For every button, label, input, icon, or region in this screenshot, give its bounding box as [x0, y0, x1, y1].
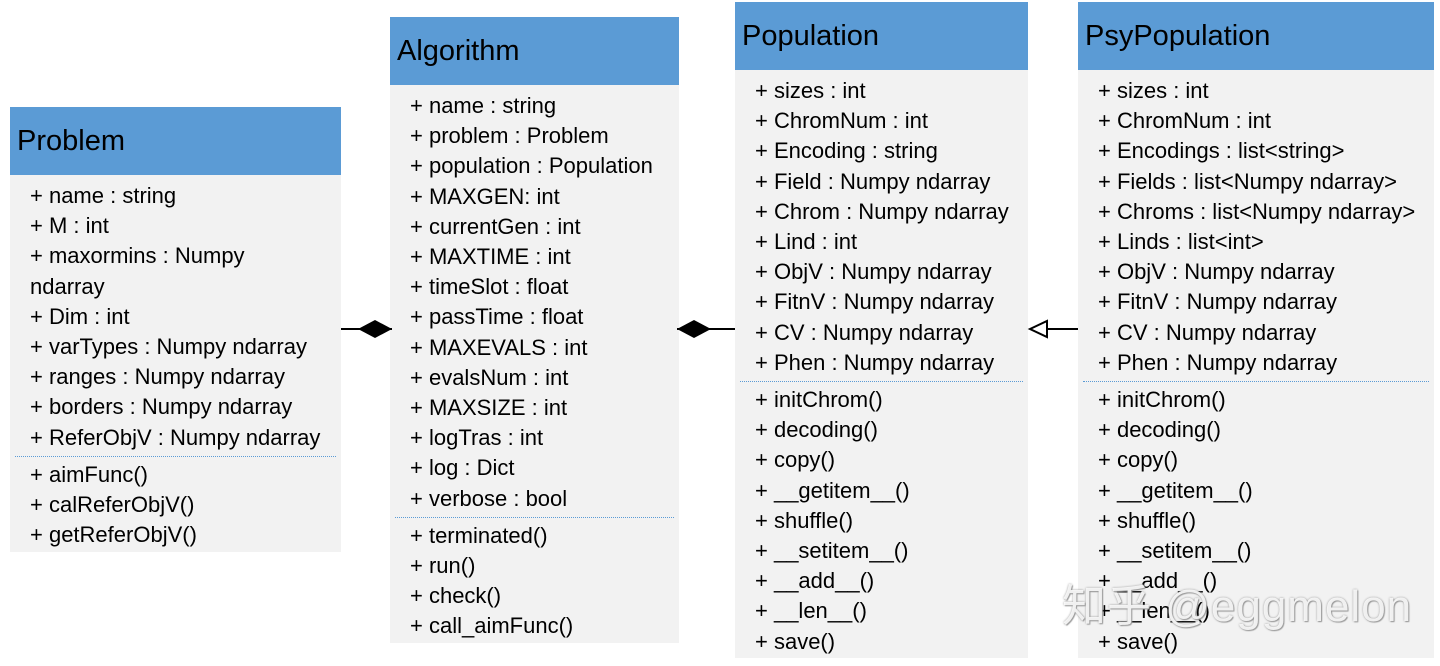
- method: + aimFunc(): [30, 461, 148, 487]
- method: + __add__(): [755, 568, 875, 594]
- attribute: + passTime : float: [410, 304, 584, 330]
- attribute: + MAXEVALS : int: [410, 334, 588, 360]
- class-algorithm-attributes: + name : string + problem : Problem + popu…: [390, 85, 679, 517]
- class-psypopulation: PsyPopulation + sizes : int + ChromNum : …: [1078, 2, 1434, 658]
- attribute: + MAXSIZE : int: [410, 395, 568, 421]
- attribute: + ObjV : Numpy ndarray: [755, 259, 992, 285]
- class-population-attributes: + sizes : int + ChromNum : int + Encoding …: [735, 70, 1028, 381]
- attribute: + ranges : Numpy ndarray: [30, 364, 285, 390]
- method: + calReferObjV(): [30, 492, 195, 518]
- attribute: + FitnV : Numpy ndarray: [755, 289, 995, 315]
- class-population-methods: + initChrom() + decoding() + copy() + __get…: [735, 384, 1028, 657]
- attribute: + maxormins : Numpy: [30, 243, 245, 269]
- attribute: + population : Population: [410, 153, 653, 179]
- attribute: + verbose : bool: [410, 485, 568, 511]
- attribute: + MAXGEN: int: [410, 183, 560, 209]
- class-problem-title: Problem: [10, 107, 341, 175]
- watermark: 知乎 @eggmelon: [1062, 582, 1413, 631]
- method: + decoding(): [755, 417, 878, 443]
- method: + __getitem__(): [755, 477, 910, 503]
- attribute: + logTras : int: [410, 425, 544, 451]
- attribute: + ChromNum : int: [755, 108, 928, 134]
- class-problem-separator: [15, 455, 336, 457]
- attribute: + name : string: [30, 183, 177, 208]
- method: + initChrom(): [1098, 387, 1226, 413]
- method: + copy(): [755, 447, 836, 473]
- attribute: + Linds : list<int>: [1098, 229, 1264, 255]
- composition-algorithm-population: [677, 320, 735, 338]
- attribute: + Lind : int: [755, 229, 858, 255]
- method: + initChrom(): [755, 387, 883, 413]
- class-problem-methods: + aimFunc() + calReferObjV() + getReferObj…: [10, 459, 341, 551]
- attribute: + borders : Numpy ndarray: [30, 394, 293, 420]
- method: + __len__(): [1098, 598, 1210, 624]
- method: + copy(): [1098, 447, 1179, 473]
- attribute: + timeSlot : float: [410, 274, 569, 300]
- method: + save(): [755, 628, 836, 654]
- method: + __setitem__(): [755, 538, 909, 564]
- attribute: + ObjV : Numpy ndarray: [1098, 259, 1335, 285]
- attribute: + name : string: [410, 93, 557, 118]
- attribute: + CV : Numpy ndarray: [755, 319, 974, 345]
- class-psypopulation-title: PsyPopulation: [1078, 2, 1434, 70]
- attribute: + Phen : Numpy ndarray: [755, 349, 995, 375]
- method: + __setitem__(): [1098, 538, 1252, 564]
- class-problem: Problem + name : string + M : int + maxorm…: [10, 107, 341, 552]
- method: + call_aimFunc(): [410, 613, 574, 639]
- method: + __add__(): [1098, 568, 1218, 594]
- composition-diamond: [358, 320, 392, 338]
- attribute: + Fields : list<Numpy ndarray>: [1098, 168, 1397, 194]
- class-problem-attributes: + name : string + M : int + maxormins : Nu…: [10, 175, 341, 456]
- class-algorithm-methods: + terminated() + run() + check() + call_aim…: [390, 520, 679, 642]
- class-algorithm-title: Algorithm: [390, 17, 679, 85]
- attribute: + Encoding : string: [755, 138, 938, 164]
- attribute: + M : int: [30, 213, 109, 239]
- method: + shuffle(): [755, 507, 854, 533]
- class-algorithm: Algorithm + name : string + problem : Pro…: [390, 17, 679, 643]
- method: + save(): [1098, 628, 1179, 654]
- method: + decoding(): [1098, 417, 1221, 443]
- class-psypopulation-methods: + initChrom() + decoding() + copy() + __get…: [1078, 384, 1434, 657]
- attribute: + Phen : Numpy ndarray: [1098, 349, 1338, 375]
- attribute: + log : Dict: [410, 455, 515, 481]
- method: + terminated(): [410, 522, 548, 548]
- method: + __len__(): [755, 598, 867, 624]
- method: + __getitem__(): [1098, 477, 1253, 503]
- composition-algorithm-problem: [341, 320, 392, 338]
- class-psypopulation-attributes: + sizes : int + ChromNum : int + Encodings…: [1078, 70, 1434, 381]
- attribute: + problem : Problem: [410, 123, 609, 149]
- attribute: + Dim : int: [30, 303, 130, 329]
- attribute: + CV : Numpy ndarray: [1098, 319, 1317, 345]
- method: + shuffle(): [1098, 507, 1197, 533]
- attribute: + Encodings : list<string>: [1098, 138, 1345, 164]
- attribute: + Field : Numpy ndarray: [755, 168, 991, 194]
- class-algorithm-separator: [395, 516, 674, 518]
- method: + run(): [410, 553, 476, 579]
- composition-diamond: [677, 320, 711, 338]
- attribute: + varTypes : Numpy ndarray: [30, 334, 307, 360]
- attribute: + sizes : int: [755, 78, 866, 103]
- attribute: + sizes : int: [1098, 78, 1209, 103]
- attribute: + ChromNum : int: [1098, 108, 1271, 134]
- attribute: ndarray: [30, 273, 105, 299]
- attribute: + ReferObjV : Numpy ndarray: [30, 424, 321, 450]
- inheritance-psypopulation-population: [1027, 319, 1078, 339]
- attribute: + FitnV : Numpy ndarray: [1098, 289, 1338, 315]
- method: + getReferObjV(): [30, 522, 197, 548]
- inheritance-arrowhead: [1027, 319, 1048, 339]
- attribute: + Chroms : list<Numpy ndarray>: [1098, 198, 1416, 224]
- class-population: Population + sizes : int + ChromNum : int…: [735, 2, 1028, 658]
- method: + check(): [410, 583, 502, 609]
- class-psypopulation-separator: [1083, 381, 1429, 383]
- class-population-separator: [740, 381, 1023, 383]
- class-population-title: Population: [735, 2, 1028, 70]
- attribute: + Chrom : Numpy ndarray: [755, 198, 1009, 224]
- attribute: + currentGen : int: [410, 213, 581, 239]
- attribute: + evalsNum : int: [410, 364, 569, 390]
- attribute: + MAXTIME : int: [410, 244, 571, 270]
